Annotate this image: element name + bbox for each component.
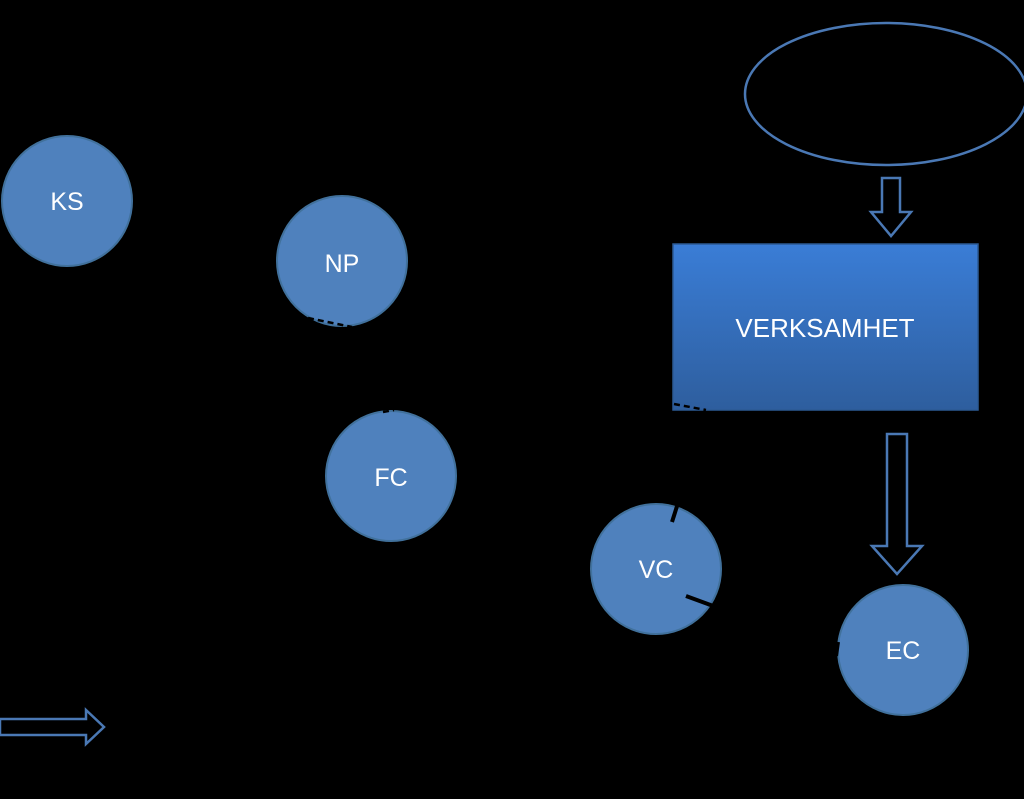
node-ks-label: KS (50, 188, 83, 216)
node-np-label: NP (325, 250, 360, 278)
fc-connector-stub (382, 408, 395, 414)
node-vc: VC (590, 503, 722, 635)
verksamhet-label: VERKSAMHET (735, 313, 914, 343)
node-ks: KS (1, 135, 133, 267)
arrow-verksamhet-to-ec-icon (869, 432, 925, 576)
ec-connector-tick (834, 641, 840, 657)
node-vc-label: VC (639, 556, 674, 584)
node-fc: FC (325, 410, 457, 542)
node-ec-label: EC (886, 637, 921, 665)
arrow-ellipse-to-verksamhet-icon (868, 176, 914, 238)
node-ec: EC (837, 584, 969, 716)
vc-connector-tick-right (685, 594, 717, 609)
node-fc-label: FC (374, 464, 407, 492)
verksamhet-box: VERKSAMHET (672, 243, 979, 411)
np-connector-stub (307, 316, 353, 329)
vc-connector-tick-top (670, 502, 680, 523)
input-ellipse (743, 21, 1024, 167)
legend-arrow-right-icon (0, 707, 106, 747)
verksamhet-connector-stub (673, 402, 707, 412)
node-np: NP (276, 195, 408, 327)
